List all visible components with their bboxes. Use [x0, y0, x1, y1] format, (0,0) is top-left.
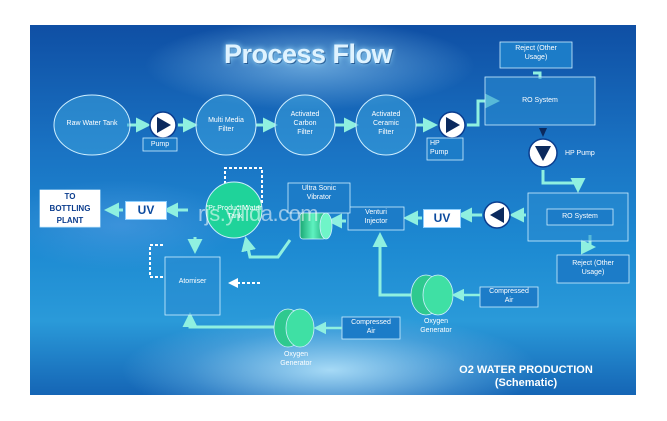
pump-label: Pump — [150, 141, 170, 148]
ceramic-filter-label-2: Ceramic — [372, 120, 400, 127]
vibrator-cylinder-end — [319, 212, 333, 240]
line-hppump2-ro2 — [541, 170, 586, 193]
raw-water-tank — [53, 94, 131, 156]
process-slide: Process Flow Raw Water Tank Pump Multi M… — [30, 25, 636, 395]
flow-diagram — [39, 41, 630, 348]
hp-pump-1-label-2: Pump — [430, 149, 449, 156]
multi-media-filter — [195, 94, 257, 156]
hp-pump-2-icon — [535, 146, 551, 161]
ro-system-2-label-box — [546, 208, 614, 226]
uv-1: UV — [125, 201, 167, 220]
activated-ceramic-filter — [355, 94, 417, 156]
ultrasonic-vibrator-box — [287, 182, 351, 214]
oxygen-gen-1-label-1: Oxygen — [423, 318, 449, 325]
atomiser-box — [164, 256, 221, 316]
ceramic-filter-label-1: Activated — [371, 111, 401, 118]
carbon-filter-label-2: Carbon — [293, 120, 317, 127]
compressed-air-2-label-2: Air — [366, 328, 376, 335]
compressed-air-1-label-1: Compressed — [489, 288, 529, 295]
line-vibrator-tank — [241, 236, 292, 259]
reject-top-box — [499, 41, 573, 69]
compressed-air-2-label-1: Compressed — [351, 319, 391, 326]
hp-pump-1-label-box — [426, 137, 464, 161]
venturi-injector-box — [347, 206, 405, 231]
product-tank-label: Pr Product Water Tank — [208, 205, 262, 221]
oxygen-gen-2-label-1: Oxygen — [283, 351, 309, 358]
ro-system-1-label: RO System — [522, 97, 558, 104]
reject-top-label-1: Reject (Other — [515, 45, 557, 52]
diagram-title: Process Flow — [223, 39, 393, 69]
oxygen-generator-1-cyl-b — [422, 274, 454, 316]
middle-row-nodes — [39, 181, 539, 348]
hp-pump-1-icon — [446, 117, 460, 133]
hp-pump-2-label: HP Pump — [565, 150, 595, 157]
carbon-filter-label-1: Activated — [290, 111, 320, 118]
multi-media-filter-label-2: Filter — [218, 126, 234, 133]
compressed-air-1-box — [479, 286, 539, 308]
bottling-label-1: TO — [40, 190, 100, 202]
ultrasonic-label-1: Ultra Sonic — [301, 185, 337, 192]
carbon-filter-label-3: Filter — [297, 129, 313, 136]
dotted-loop-atomiser-left — [149, 244, 163, 278]
hp-pump-1-label-1: HP — [430, 140, 440, 147]
bottling-label-3: PLANT — [40, 214, 100, 226]
multi-media-filter-label-1: Multi Media — [208, 117, 244, 124]
reject-bottom-box — [556, 254, 630, 284]
watermark-text: rjs.yilida.com — [198, 201, 319, 226]
injector-label-2: Injector — [364, 218, 388, 225]
pump-icon — [157, 117, 171, 133]
dotted-loop-tank-top — [224, 167, 263, 203]
reject-bottom-label-2: Usage) — [581, 269, 605, 276]
pump-3-icon — [490, 207, 504, 223]
ro-to-pump-arrow-icon — [539, 128, 547, 137]
footer-subtitle: (Schematic) — [494, 377, 558, 389]
bottling-label-2: BOTTLING — [40, 202, 100, 214]
oxygen-gen-2-label-2: Generator — [280, 360, 312, 367]
line-oxy2-atomiser — [182, 312, 275, 329]
compressed-air-1-label-2: Air — [504, 297, 514, 304]
atomiser-label: Atomiser — [178, 278, 207, 285]
uv-2: UV — [423, 209, 461, 228]
top-row-nodes — [53, 41, 630, 284]
reject-bottom-label-1: Reject (Other — [572, 260, 614, 267]
pump-label-box — [142, 137, 178, 152]
injector-label-1: Venturi — [365, 209, 387, 216]
ceramic-filter-label-3: Filter — [378, 129, 394, 136]
ro-system-1-box — [484, 76, 596, 126]
product-water-tank — [205, 181, 263, 239]
dotted-loop-lines — [149, 167, 263, 288]
oxygen-generator-2-cyl-b — [285, 308, 315, 348]
footer-title: O2 WATER PRODUCTION — [459, 364, 593, 376]
oxygen-gen-1-label-2: Generator — [420, 327, 452, 334]
reject-top-label-2: Usage) — [524, 54, 548, 61]
activated-carbon-filter — [274, 94, 336, 156]
ro-system-2-label: RO System — [562, 213, 598, 220]
ultrasonic-label-2: Vibrator — [306, 194, 332, 201]
raw-water-tank-label: Raw Water Tank — [66, 120, 118, 127]
